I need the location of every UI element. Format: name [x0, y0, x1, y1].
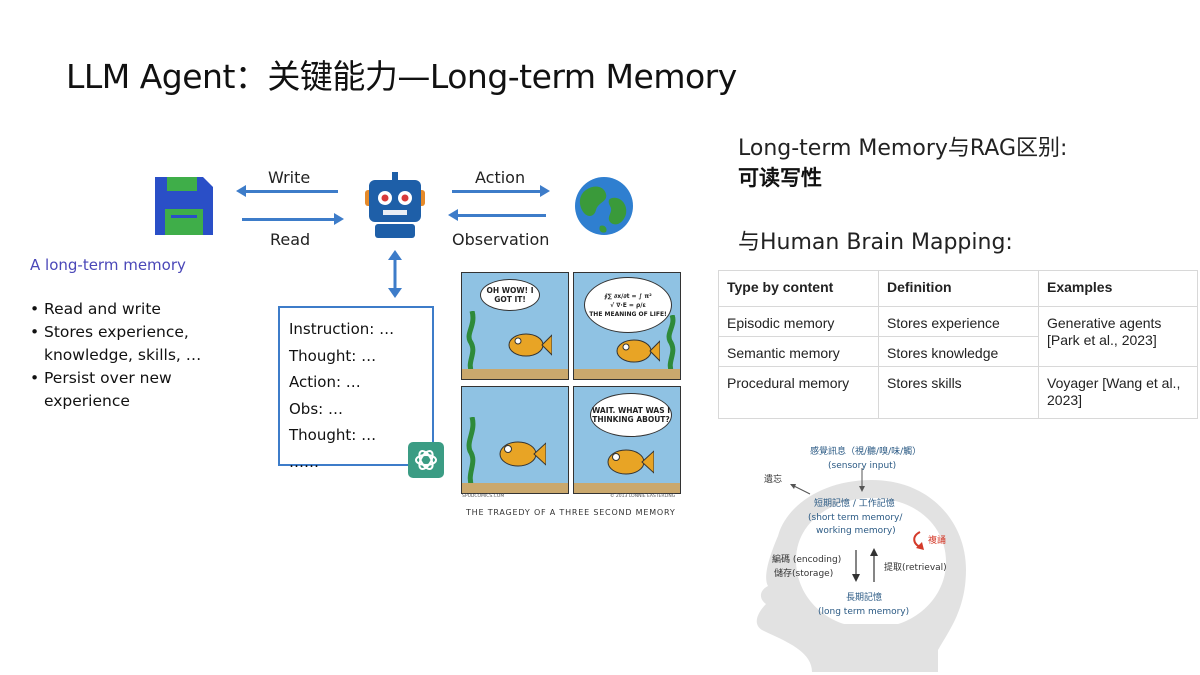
trace-line: Obs: …	[289, 399, 343, 418]
chatgpt-logo-icon	[408, 442, 444, 478]
comic-panel: WAIT. WHAT WAS I THINKING ABOUT?	[573, 386, 681, 494]
memory-bullet: Read and write	[30, 298, 240, 321]
observation-label: Observation	[452, 230, 550, 249]
retrieval-label: 提取(retrieval)	[884, 563, 947, 573]
rag-difference-answer: 可读写性	[738, 166, 822, 190]
vertical-double-arrow	[388, 250, 402, 298]
speech-bubble: OH WOW! I GOT IT!	[480, 279, 540, 311]
table-row: Semantic memory Stores knowledge	[718, 336, 1198, 367]
trace-line: Action: …	[289, 373, 361, 391]
long-term-memory-en-label: (long term memory)	[818, 607, 910, 617]
write-arrow	[236, 185, 338, 197]
sensory-input-label: 感覺訊息（視/聽/嗅/味/觸）	[810, 447, 922, 457]
working-memory-en-label: working memory)	[816, 526, 896, 536]
table-cell: Stores experience	[878, 306, 1039, 337]
table-cell: Semantic memory	[718, 336, 879, 367]
comic-credit-left: SPUDCOMICS.COM	[462, 494, 505, 499]
short-term-memory-en-label: (short term memory/	[808, 513, 903, 523]
memory-heading: A long-term memory	[30, 256, 186, 274]
forget-label: 遺忘	[764, 475, 783, 485]
sensory-input-en-label: (sensory input)	[828, 461, 897, 471]
storage-label: 儲存(storage)	[774, 569, 834, 579]
table-cell: Stores knowledge	[878, 336, 1039, 367]
trace-line: Thought: …	[289, 426, 377, 444]
globe-icon	[575, 177, 633, 235]
table-cell: Generative agents [Park et al., 2023]	[1038, 306, 1198, 367]
read-arrow	[242, 213, 344, 225]
encoding-label: 編碼 (encoding)	[772, 555, 842, 565]
comic-panel	[461, 386, 569, 494]
action-label: Action	[475, 168, 526, 187]
rehearsal-label: 複誦	[928, 536, 947, 546]
observation-arrow	[448, 209, 546, 221]
trace-line: Thought: …	[289, 346, 377, 365]
memory-bullet: Stores experience, knowledge, skills, …	[30, 321, 240, 367]
rag-difference-heading: Long-term Memory与RAG区别:	[738, 136, 1068, 161]
trace-line: Instruction: …	[289, 320, 395, 338]
table-row: Episodic memory Stores experience Genera…	[718, 306, 1198, 367]
memory-type-table: Type by content Definition Examples Epis…	[718, 270, 1198, 419]
action-arrow	[452, 185, 550, 197]
comic-credit-right: © 2013 LONNIE EASTERLING	[610, 494, 676, 499]
comic-caption: THE TRAGEDY OF A THREE SECOND MEMORY	[466, 508, 676, 517]
column-header: Examples	[1038, 270, 1198, 307]
table-cell: Episodic memory	[718, 306, 879, 337]
trace-line: ……	[289, 452, 319, 471]
table-row: Procedural memory Stores skills Voyager …	[718, 366, 1198, 419]
read-label: Read	[270, 230, 311, 249]
long-term-memory-label: 長期記憶	[846, 593, 883, 603]
brain-mapping-heading: 与Human Brain Mapping:	[738, 230, 1013, 255]
short-term-memory-label: 短期記憶 / 工作記憶	[814, 499, 895, 509]
column-header: Type by content	[718, 270, 879, 307]
brain-memory-diagram: 感覺訊息（視/聽/嗅/味/觸） (sensory input) 遺忘 短期記憶 …	[752, 440, 972, 672]
table-cell: Stores skills	[878, 366, 1039, 419]
head-silhouette-icon	[756, 468, 966, 672]
memory-bullet: Persist over new experience	[30, 367, 240, 413]
goldfish-comic: OH WOW! I GOT IT! ∮∑ ∂x/∂t = ∫ π²√ ∇·E =…	[458, 268, 684, 520]
slide-title: LLM Agent：关键能力—Long-term Memory	[66, 57, 737, 96]
comic-panel: OH WOW! I GOT IT!	[461, 272, 569, 380]
floppy-disk-icon	[155, 177, 213, 235]
table-cell: Voyager [Wang et al., 2023]	[1038, 366, 1198, 419]
write-label: Write	[268, 168, 311, 187]
agent-trace-box: Instruction: … Thought: … Action: … Obs:…	[278, 306, 434, 471]
thought-bubble: WAIT. WHAT WAS I THINKING ABOUT?	[590, 393, 672, 437]
table-cell: Procedural memory	[718, 366, 879, 419]
robot-icon	[365, 172, 425, 238]
column-header: Definition	[878, 270, 1039, 307]
memory-bullet-list: Read and write Stores experience, knowle…	[30, 298, 240, 413]
table-header-row: Type by content Definition Examples	[718, 270, 1198, 307]
